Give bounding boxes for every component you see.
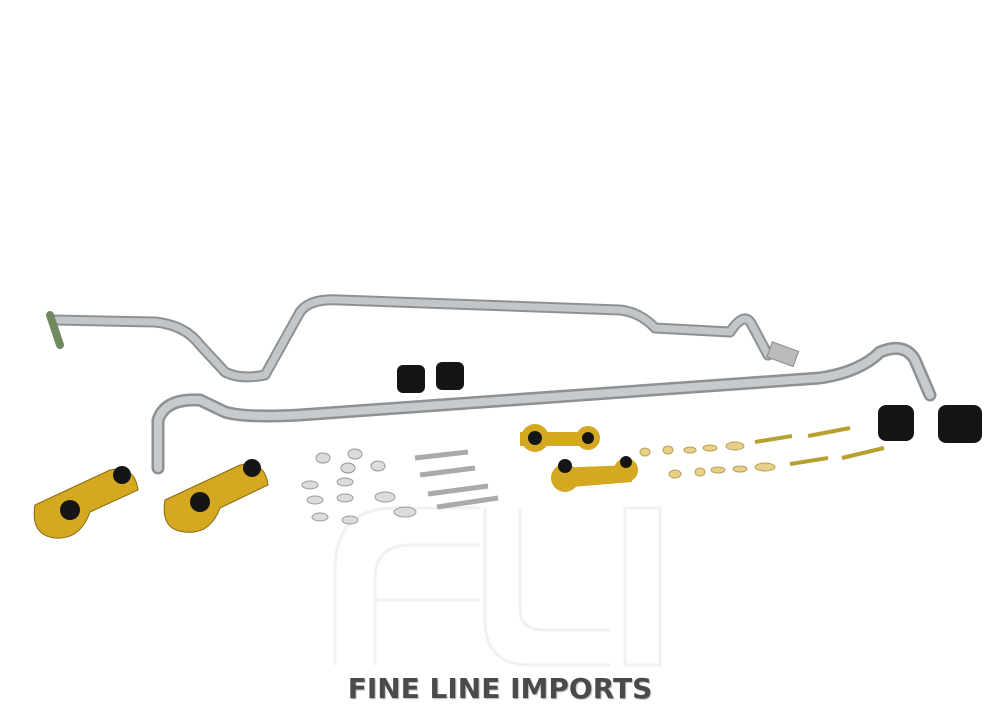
front-sway-bar <box>151 341 937 475</box>
hardware-bolts-washers <box>301 426 885 525</box>
fli-watermark-logo <box>333 506 662 667</box>
bushings <box>397 362 982 443</box>
rear-sway-bar <box>46 294 800 383</box>
adjustable-end-links <box>33 424 638 539</box>
watermark-brand-text: FINE LINE IMPORTS <box>347 672 653 705</box>
